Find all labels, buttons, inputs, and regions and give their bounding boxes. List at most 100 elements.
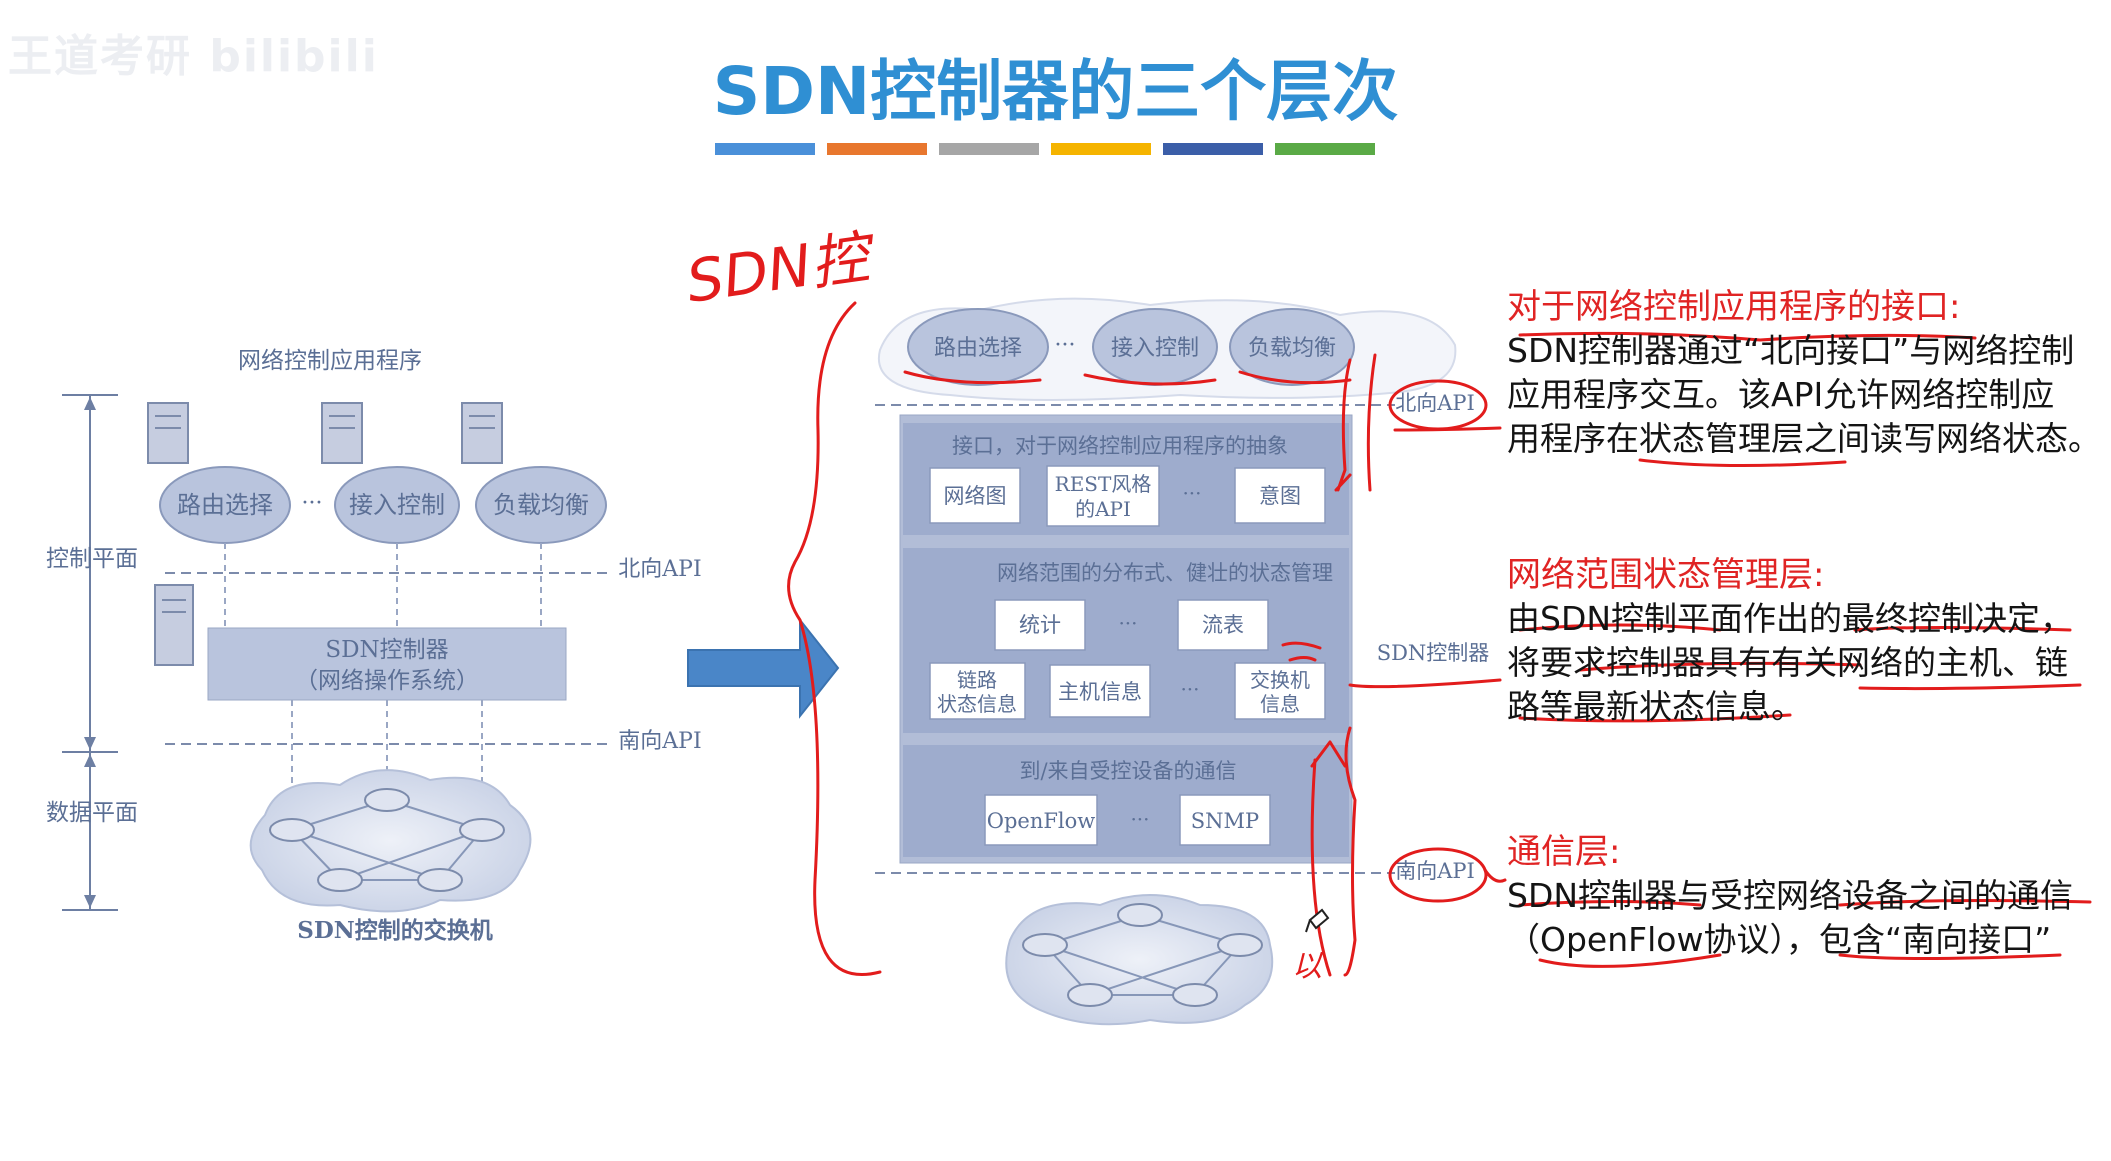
right-app-routing-label: 路由选择 — [934, 336, 1022, 361]
note-interface-layer: 对于网络控制应用程序的接口: SDN控制器通过“北向接口”与网络控制 应用程序交… — [1507, 285, 2101, 461]
hand-underline-note3 — [1518, 899, 2092, 907]
hand-underline-note1b — [1638, 458, 1847, 468]
server-icon — [461, 402, 503, 464]
right-app-dots: ··· — [1055, 333, 1076, 358]
layer-state-title: 网络范围的分布式、健壮的状态管理 — [997, 561, 1333, 585]
hand-line-north — [1366, 353, 1377, 492]
item-statistics — [994, 599, 1086, 651]
layer-interface-title: 接口，对于网络控制应用程序的抽象 — [952, 434, 1288, 458]
item-host-info — [1049, 664, 1151, 718]
layer-interface-dots: ··· — [1182, 481, 1201, 505]
right-northbound-label: 北向API — [1395, 391, 1475, 415]
hand-mark-switch — [1281, 641, 1322, 662]
hand-arrow-north — [1334, 358, 1352, 492]
layer-communication-title: 到/来自受控设备的通信 — [1019, 759, 1236, 783]
left-switches-label: SDN控制的交换机 — [297, 917, 493, 944]
left-controller-sublabel: （网络操作系统） — [295, 668, 479, 694]
left-axis-arrow — [84, 397, 96, 410]
right-diagram: 路由选择 接入控制 负载均衡 ··· 北向API SDN控制器 接口，对于网络控… — [875, 297, 1489, 1026]
layer-communication-dots: ··· — [1130, 807, 1149, 831]
item-link-state-label: 链路 — [957, 668, 997, 692]
handwritten-side-note: 以 — [1292, 949, 1324, 984]
note-state-head: 网络范围状态管理层: — [1507, 555, 1825, 595]
left-axis-arrow — [84, 737, 96, 750]
right-app-loadbalance — [1229, 308, 1355, 386]
left-controller-box — [207, 627, 567, 701]
item-network-graph — [929, 467, 1021, 524]
item-switch-info-label-2: 信息 — [1260, 692, 1300, 716]
item-network-graph-label: 网络图 — [944, 484, 1007, 508]
item-intent-label: 意图 — [1259, 484, 1301, 508]
pen-cursor-icon — [1305, 908, 1330, 933]
note-communication-line-1: SDN控制器与受控网络设备之间的通信 — [1507, 876, 2074, 915]
item-intent — [1234, 467, 1326, 524]
hand-underline-note2c — [1518, 713, 1792, 723]
item-switch-info — [1234, 662, 1326, 720]
note-interface-line-3: 用程序在状态管理层之间读写网络状态。 — [1507, 419, 2101, 458]
hand-arrows-south — [1310, 726, 1357, 977]
hand-underline-note2 — [1518, 623, 2072, 632]
color-bar-6 — [1275, 143, 1375, 155]
left-connectors — [224, 543, 542, 815]
left-app-routing-label: 路由选择 — [177, 491, 273, 519]
server-icon — [147, 402, 189, 464]
item-openflow — [984, 794, 1098, 846]
color-bar-2 — [827, 143, 927, 155]
note-interface-head: 对于网络控制应用程序的接口: — [1507, 287, 1961, 327]
right-southbound-label: 南向API — [1395, 859, 1475, 883]
item-flow-table-label: 流表 — [1202, 613, 1244, 637]
note-state-line-1: 由SDN控制平面作出的最终控制决定， — [1507, 599, 2074, 638]
left-app-dots: ··· — [302, 491, 323, 516]
right-app-loadbalance-label: 负载均衡 — [1248, 336, 1336, 361]
note-state-layer: 网络范围状态管理层: 由SDN控制平面作出的最终控制决定， 将要求控制器具有有关… — [1507, 553, 2073, 729]
right-app-access-label: 接入控制 — [1111, 336, 1199, 361]
item-rest-api-label-2: 的API — [1075, 497, 1131, 521]
left-controller-label: SDN控制器 — [325, 637, 448, 663]
note-state-line-3: 路等最新状态信息。 — [1507, 687, 1804, 726]
page-title: SDN控制器的三个层次 — [712, 53, 1399, 130]
handwritten-sdn-note: SDN控 — [682, 222, 880, 316]
note-communication-line-2: （OpenFlow协议），包含“南向接口” — [1507, 920, 2052, 959]
item-rest-api-label: REST风格 — [1055, 472, 1152, 496]
note-communication-head: 通信层: — [1507, 832, 1621, 872]
left-diagram: 网络控制应用程序 控制平面 数据平面 — [46, 348, 702, 944]
item-snmp — [1179, 794, 1271, 846]
item-flow-table — [1177, 599, 1269, 651]
note-state-line-2: 将要求控制器具有有关网络的主机、链 — [1507, 643, 2068, 682]
hand-arrow-to-note2 — [1348, 678, 1502, 689]
color-bar-4 — [1051, 143, 1151, 155]
hand-underline-apps — [903, 370, 1352, 386]
hand-underline-note2b — [1578, 661, 2082, 691]
item-rest-api — [1046, 465, 1160, 527]
hand-arrowhead-south — [1310, 740, 1347, 768]
hand-bracket — [787, 301, 882, 977]
handwritten-annotations — [787, 301, 2092, 977]
layer-state-dots-2: ··· — [1180, 677, 1199, 701]
server-icon — [154, 584, 194, 666]
left-northbound-label: 北向API — [618, 557, 701, 582]
side-label-data: 数据平面 — [46, 800, 138, 826]
item-host-info-label: 主机信息 — [1058, 680, 1142, 704]
hand-arrow-to-note1 — [1393, 426, 1502, 432]
hand-underline-note3b — [1538, 953, 2062, 968]
item-link-state-label-2: 状态信息 — [937, 692, 1017, 716]
server-icon — [321, 402, 363, 464]
item-switch-info-label: 交换机 — [1250, 668, 1310, 692]
item-openflow-label: OpenFlow — [987, 809, 1096, 833]
transition-arrow-icon — [687, 617, 840, 719]
note-communication-layer: 通信层: SDN控制器与受控网络设备之间的通信 （OpenFlow协议），包含“… — [1507, 830, 2073, 962]
layer-state-dots-1: ··· — [1118, 611, 1137, 635]
color-bar-1 — [715, 143, 815, 155]
switch-icon — [1022, 903, 1263, 1007]
color-bar-3 — [939, 143, 1039, 155]
item-statistics-label: 统计 — [1019, 613, 1061, 637]
hand-arrow-to-note3 — [1483, 868, 1507, 883]
layer-communication — [903, 745, 1349, 857]
switch-icon — [269, 788, 505, 892]
left-app-access-label: 接入控制 — [349, 491, 445, 519]
note-interface-line-1: SDN控制器通过“北向接口”与网络控制 — [1507, 331, 2075, 370]
item-link-state — [929, 662, 1026, 720]
hand-underline-note1 — [1518, 331, 1977, 342]
left-axis-arrow — [84, 754, 96, 767]
